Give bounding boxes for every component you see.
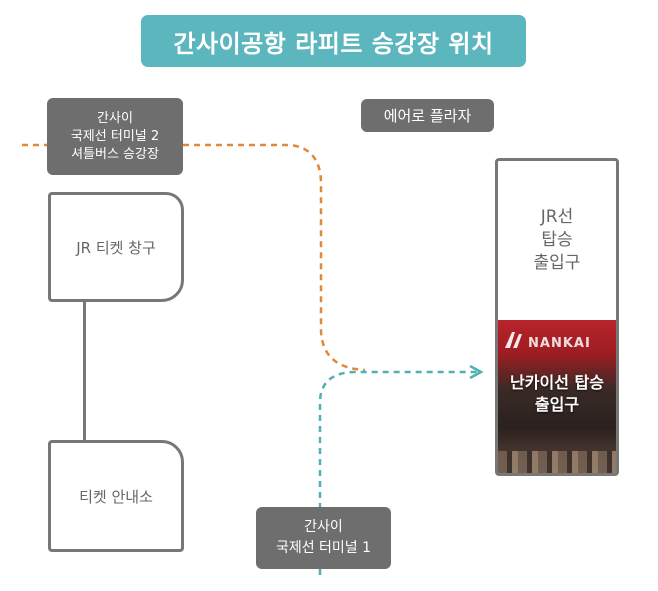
station-gates-panel: JR선 탑승 출입구 NANKAI 난카이선 탑승 출입구 <box>495 158 619 476</box>
orange-route-path <box>22 143 366 372</box>
ticket-info-label: 티켓 안내소 <box>79 487 153 506</box>
jr-gate-line-2: 탑승 <box>541 230 573 250</box>
connector-line <box>83 299 86 440</box>
jr-gate: JR선 탑승 출입구 <box>498 161 616 320</box>
teal-route-path <box>318 370 478 575</box>
station-floor-detail <box>498 451 616 473</box>
nankai-gate-photo: NANKAI 난카이선 탑승 출입구 <box>498 320 616 473</box>
ticket-info-box: 티켓 안내소 <box>48 440 184 552</box>
jr-ticket-office-box: JR 티켓 창구 <box>48 192 184 302</box>
diagram-title: 간사이공항 라피트 승강장 위치 <box>141 15 526 67</box>
jr-gate-line-1: JR선 <box>540 207 574 227</box>
nankai-gate-label: 난카이선 탑승 출입구 <box>498 372 616 416</box>
shuttle-bus-stop-label: 간사이 국제선 터미널 2 셔틀버스 승강장 <box>47 98 183 175</box>
shuttle-line-2: 국제선 터미널 2 <box>70 128 160 144</box>
aeroplaza-label: 에어로 플라자 <box>361 99 494 132</box>
terminal1-line-2: 국제선 터미널 1 <box>275 540 372 556</box>
nankai-gate-line-2: 출입구 <box>534 395 580 414</box>
terminal1-line-1: 간사이 <box>304 519 343 535</box>
nankai-logo-icon <box>505 332 522 348</box>
teal-arrow-head <box>469 364 484 380</box>
jr-ticket-office-label: JR 티켓 창구 <box>76 238 156 257</box>
nankai-gate-line-1: 난카이선 탑승 <box>510 373 604 392</box>
shuttle-line-1: 간사이 <box>97 110 133 126</box>
shuttle-line-3: 셔틀버스 승강장 <box>71 146 159 162</box>
jr-gate-line-3: 출입구 <box>533 253 581 273</box>
terminal1-label: 간사이 국제선 터미널 1 <box>256 507 391 569</box>
nankai-brand-text: NANKAI <box>528 336 591 351</box>
